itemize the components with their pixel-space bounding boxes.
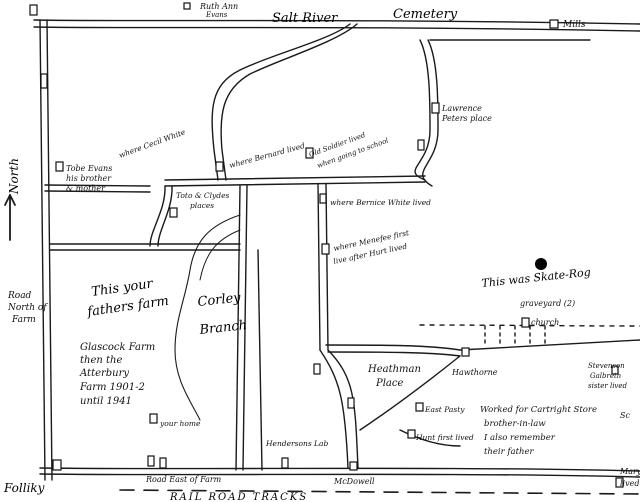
worked-label-1: Worked for Cartright Store: [480, 405, 597, 415]
hendersons-label: Hendersons Lab: [265, 439, 329, 448]
mary-label-2: lived: [620, 479, 640, 488]
mcdowell-marker: [349, 461, 358, 471]
graveyard-label: graveyard (2): [520, 299, 575, 308]
road-north-label-3: Farm: [11, 315, 36, 325]
branch-label: Branch: [198, 318, 248, 338]
your-home-marker: [149, 413, 158, 424]
bernice-white-label: where Bernice White lived: [330, 198, 431, 207]
worked-label-4: their father: [484, 447, 535, 457]
cecil-white-label: where Cecil White: [118, 127, 187, 160]
hawthorne-house-marker: [461, 347, 470, 357]
mcdowell-label: McDowell: [333, 477, 375, 486]
left-road-marker: [40, 73, 48, 89]
glascock-label-4: Farm 1901-2: [79, 382, 145, 393]
places-label: places: [190, 201, 214, 210]
east-pasty-label: East Pasty: [424, 405, 465, 414]
heathman-label-1: Heathman: [367, 364, 421, 375]
ruth-ann-house-marker: [183, 2, 191, 10]
road-east-label: Road East of Farm: [145, 475, 222, 484]
peters-place-label: Peters place: [441, 114, 492, 123]
skate-rog-label: This was Skate-Rog: [481, 266, 591, 290]
bernice-white-house-marker: [319, 193, 327, 204]
ruth-ann-label: Ruth Ann: [199, 2, 238, 11]
wiley-house-marker: [305, 147, 314, 159]
road-north-label-1: Road: [7, 291, 32, 301]
folliky-label: Folliky: [3, 481, 45, 495]
church-marker: [521, 317, 530, 328]
road-marker-5: [281, 457, 289, 469]
skate-rog-dot: [535, 258, 547, 270]
toto-clyde-label: Toto & Clydes: [176, 191, 230, 200]
road-north-label-2: North of: [7, 303, 48, 313]
stevenson-label-1: Stevenson: [588, 362, 625, 370]
mary-house-marker: [615, 477, 624, 488]
house-markers: [29, 2, 624, 488]
mother-label: & mother: [66, 184, 106, 193]
salt-river-label: Salt River: [272, 11, 338, 26]
bernard-label: where Bernard lived: [228, 141, 306, 170]
cecil-white-house-marker: [215, 161, 224, 172]
stevenson-house-marker: [611, 365, 619, 375]
church-label: church: [531, 318, 559, 327]
road-marker-4: [417, 139, 425, 151]
lawrence-label: Lawrence: [441, 104, 482, 113]
north-label: North: [7, 158, 21, 195]
menefee-house-marker: [321, 243, 330, 255]
corner-marker-tl: [29, 4, 38, 16]
stevenson-label-2: Galbreth: [590, 372, 621, 380]
glascock-label-3: Atterbury: [79, 368, 129, 379]
road-marker-1: [147, 455, 155, 467]
road-marker-6: [159, 457, 167, 469]
road-marker-3: [313, 363, 321, 375]
glascock-label-1: Glascock Farm: [80, 342, 155, 353]
tobe-evans-label: Tobe Evans: [66, 164, 112, 173]
road-lines: [4, 19, 640, 495]
sc-label: Sc: [620, 411, 630, 420]
stevenson-label-3: sister lived: [588, 382, 628, 390]
glascock-label-2: then the: [80, 355, 122, 366]
glascock-label-5: until 1941: [80, 396, 132, 407]
corley-label: Corley: [197, 290, 242, 310]
lawrence-peters-house-marker: [431, 102, 440, 114]
mills-label: Mills: [562, 20, 586, 30]
hawthorne-label: Hawthorne: [451, 368, 498, 377]
worked-label-3: I also remember: [483, 433, 556, 443]
lower-left-marker: [52, 459, 62, 471]
your-home-label: your home: [159, 419, 201, 428]
east-pasty-marker: [415, 402, 424, 412]
worked-label-2: brother-in-law: [484, 419, 546, 429]
evans-label: Evans: [205, 11, 228, 19]
brother-label: his brother: [66, 174, 112, 183]
toto-clyde-house-marker: [169, 207, 178, 218]
road-marker-2: [347, 397, 355, 409]
railroad-label: RAIL ROAD TRACKS: [169, 492, 308, 502]
tobe-evans-house-marker: [55, 161, 64, 172]
heathman-label-2: Place: [375, 378, 403, 389]
hunt-house-marker: [407, 429, 416, 439]
mary-label-1: Mary: [619, 467, 640, 476]
mills-house-marker: [549, 19, 559, 29]
cemetery-label: Cemetery: [393, 7, 458, 22]
hunt-lived-label: Hunt first lived: [415, 433, 474, 442]
